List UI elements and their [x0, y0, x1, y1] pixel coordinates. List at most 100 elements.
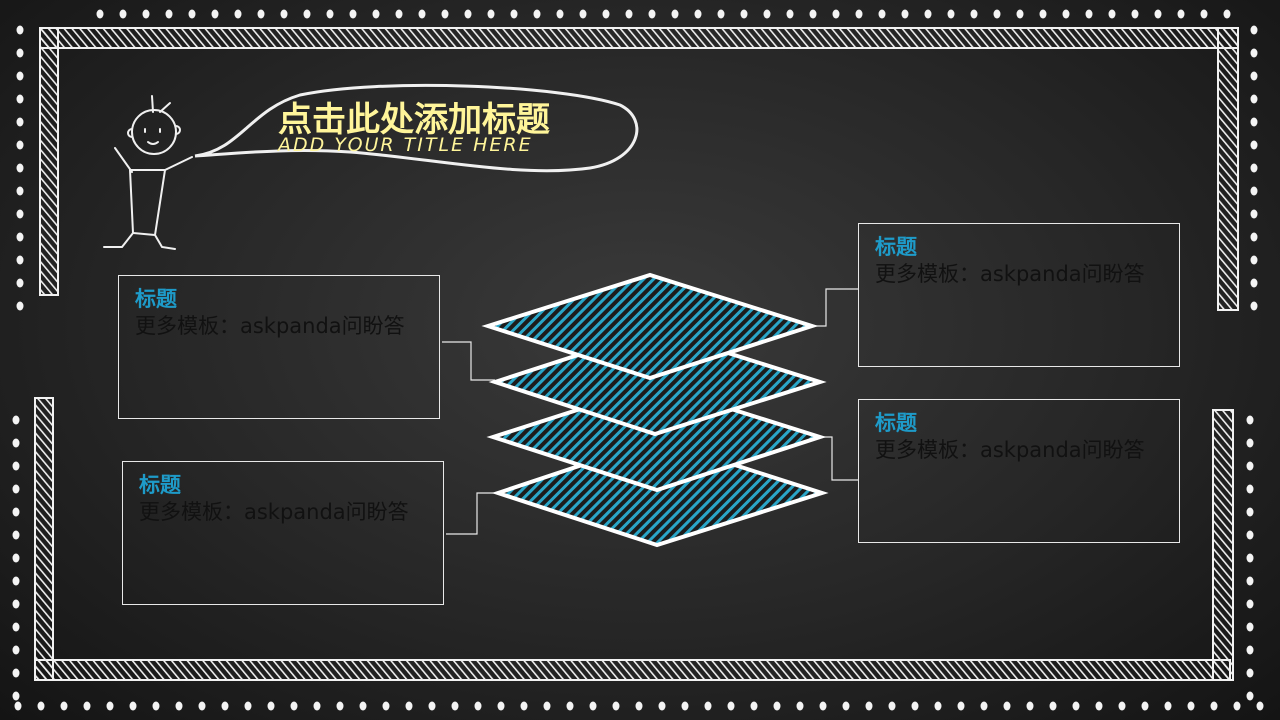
dot: [1250, 186, 1258, 196]
dot: [520, 701, 528, 711]
sketch-frame: [34, 27, 1239, 681]
dot: [750, 701, 758, 711]
dot: [510, 9, 518, 19]
box-heading: 标题: [875, 235, 917, 259]
dot: [428, 701, 436, 711]
dot: [1250, 278, 1258, 288]
dot: [16, 25, 24, 35]
dot: [1250, 25, 1258, 35]
dot: [16, 140, 24, 150]
box-text: 更多模板：askpanda问盼答: [875, 262, 1145, 286]
dot: [290, 701, 298, 711]
dot: [326, 9, 334, 19]
dot: [819, 701, 827, 711]
box-heading: 标题: [875, 411, 917, 435]
dot-border: [12, 9, 1264, 711]
dot: [1062, 9, 1070, 19]
dot: [888, 701, 896, 711]
dot: [1210, 701, 1218, 711]
dot: [1141, 701, 1149, 711]
text-box-left-bottom[interactable]: 标题 更多模板：askpanda问盼答: [122, 461, 444, 605]
dot: [1072, 701, 1080, 711]
dot: [878, 9, 886, 19]
dot: [1246, 484, 1254, 494]
text-box-right-bottom[interactable]: 标题 更多模板：askpanda问盼答: [858, 399, 1180, 543]
dot: [773, 701, 781, 711]
dot: [60, 701, 68, 711]
dot: [37, 701, 45, 711]
dot: [1095, 701, 1103, 711]
dot: [487, 9, 495, 19]
dot: [12, 415, 20, 425]
box-text: 更多模板：askpanda问盼答: [875, 438, 1145, 462]
dot: [1250, 48, 1258, 58]
dot: [129, 701, 137, 711]
text-box-right-top[interactable]: 标题 更多模板：askpanda问盼答: [858, 223, 1180, 367]
dot: [451, 701, 459, 711]
dot: [16, 186, 24, 196]
slide-subtitle[interactable]: ADD YOUR TITLE HERE: [278, 134, 533, 156]
dot: [12, 461, 20, 471]
slide-title[interactable]: 点击此处添加标题: [278, 100, 550, 140]
box-heading: 标题: [139, 473, 181, 497]
dot: [12, 622, 20, 632]
dot: [1233, 701, 1241, 711]
dot: [980, 701, 988, 711]
dot: [211, 9, 219, 19]
dot: [602, 9, 610, 19]
dot: [12, 507, 20, 517]
dot: [1246, 691, 1254, 701]
dot: [12, 645, 20, 655]
dot: [1246, 645, 1254, 655]
dot: [359, 701, 367, 711]
dot: [704, 701, 712, 711]
dot: [1154, 9, 1162, 19]
dot: [267, 701, 275, 711]
dot: [234, 9, 242, 19]
dot: [1131, 9, 1139, 19]
dot: [681, 701, 689, 711]
dot: [198, 701, 206, 711]
dot: [1246, 553, 1254, 563]
dot: [855, 9, 863, 19]
dot: [152, 701, 160, 711]
connector-lines: [442, 288, 858, 535]
dot: [464, 9, 472, 19]
text-box-left-top[interactable]: 标题 更多模板：askpanda问盼答: [118, 275, 440, 419]
dot: [405, 701, 413, 711]
dot: [12, 599, 20, 609]
dot: [16, 255, 24, 265]
dot: [796, 701, 804, 711]
dot: [533, 9, 541, 19]
dot: [993, 9, 1001, 19]
dot: [1246, 599, 1254, 609]
layer-stack: [481, 272, 829, 548]
dot: [441, 9, 449, 19]
dot: [1250, 163, 1258, 173]
dot: [1049, 701, 1057, 711]
dot: [1246, 576, 1254, 586]
dot: [947, 9, 955, 19]
dot: [911, 701, 919, 711]
dot: [16, 278, 24, 288]
dot: [1250, 117, 1258, 127]
dot: [349, 9, 357, 19]
dot: [165, 9, 173, 19]
dot: [924, 9, 932, 19]
dot: [1246, 507, 1254, 517]
dot: [865, 701, 873, 711]
dot: [786, 9, 794, 19]
dot: [12, 530, 20, 540]
dot: [1246, 461, 1254, 471]
dot: [1118, 701, 1126, 711]
dot: [842, 701, 850, 711]
dot: [12, 576, 20, 586]
dot: [382, 701, 390, 711]
dot: [16, 232, 24, 242]
dot: [579, 9, 587, 19]
dot: [16, 71, 24, 81]
dot: [1039, 9, 1047, 19]
dot: [625, 9, 633, 19]
dot: [1246, 622, 1254, 632]
